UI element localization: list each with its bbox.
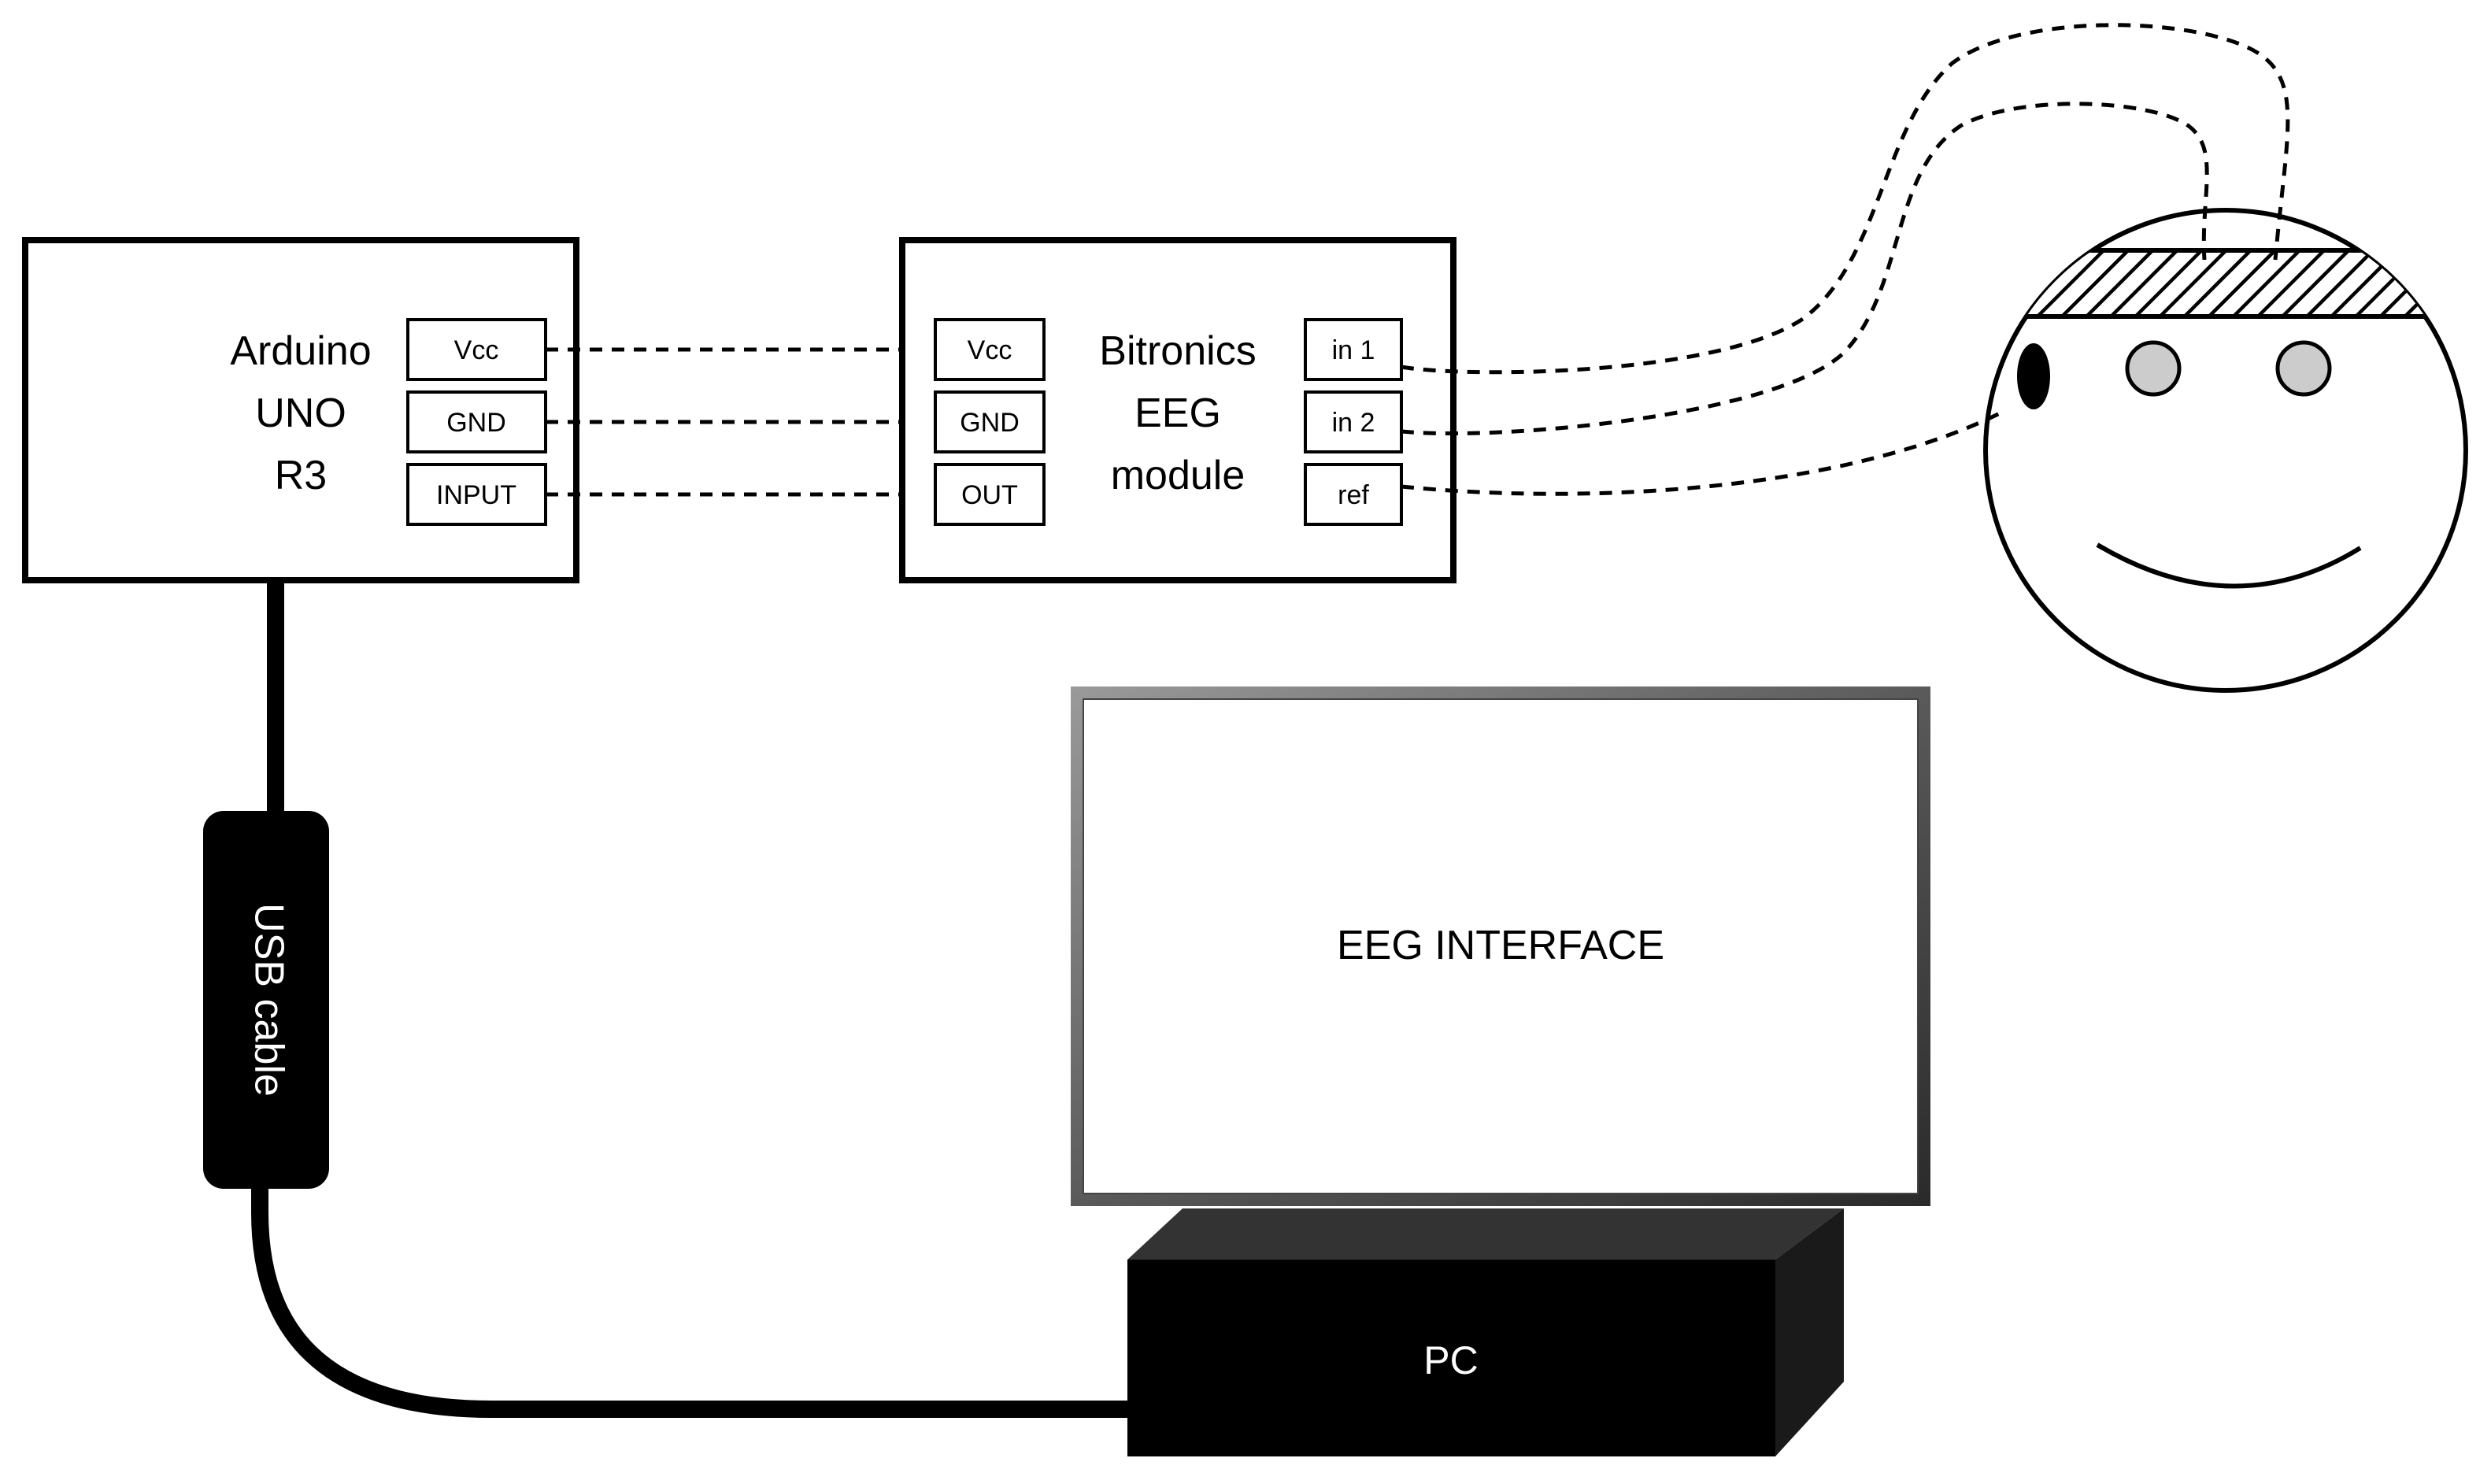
- arduino-pin-gnd: [406, 390, 547, 453]
- module-pin-ref-label: ref: [1338, 480, 1369, 510]
- module-pin-vcc: [934, 318, 1046, 381]
- module-to-head-wires: [1401, 23, 2290, 496]
- arduino-title-line-2: UNO: [255, 390, 346, 436]
- module-pin-out: [934, 463, 1046, 526]
- eeg-module: Bitronics EEG module Vcc GND OUT in 1 in…: [899, 237, 1456, 583]
- module-pin-in2-label: in 2: [1332, 408, 1375, 438]
- eeg-module-title-line-2: EEG: [1134, 390, 1221, 436]
- module-pin-in1: [1304, 318, 1403, 381]
- monitor: EEG INTERFACE: [1071, 686, 1930, 1206]
- module-pin-gnd: [934, 390, 1046, 453]
- pc-side-face: [1775, 1208, 1844, 1456]
- arduino-to-module-wires: [546, 347, 935, 497]
- headband: [1986, 250, 2466, 316]
- arduino-pin-vcc: [406, 318, 547, 381]
- eeg-module-title-line-1: Bitronics: [1099, 328, 1256, 374]
- wire-ref: [1401, 411, 2001, 496]
- arduino-pin-input-label: INPUT: [436, 480, 516, 510]
- ear-clip-electrode: [2017, 343, 2050, 409]
- eeg-module-title-line-3: module: [1111, 453, 1246, 498]
- module-pin-vcc-label: Vcc: [968, 335, 1012, 365]
- arduino-title-line-1: Arduino: [230, 328, 371, 374]
- usb-cable: USB cable: [203, 580, 1127, 1418]
- module-pin-gnd-label: GND: [960, 408, 1020, 438]
- module-pin-out-label: OUT: [961, 480, 1018, 510]
- pc-label: PC: [1423, 1338, 1478, 1382]
- pc-top-face: [1127, 1208, 1844, 1260]
- head: [1983, 208, 2468, 693]
- pc-front-face: [1127, 1260, 1775, 1456]
- arduino-title-line-3: R3: [275, 453, 327, 498]
- arduino-board: Arduino UNO R3 Vcc GND INPUT: [22, 237, 579, 583]
- electrode-right: [2275, 340, 2332, 397]
- module-pin-ref: [1304, 463, 1403, 526]
- arduino-pin-vcc-label: Vcc: [454, 335, 499, 365]
- pc: PC: [1127, 1208, 1844, 1456]
- wire-in2: [1401, 102, 2209, 436]
- module-pin-in2: [1304, 390, 1403, 453]
- arduino-pin-gnd-label: GND: [446, 408, 506, 438]
- electrode-left: [2125, 340, 2182, 397]
- module-pin-in1-label: in 1: [1332, 335, 1375, 365]
- monitor-screen-label: EEG INTERFACE: [1337, 923, 1664, 968]
- smile: [2096, 542, 2362, 589]
- monitor-screen[interactable]: [1083, 698, 1919, 1194]
- usb-connector: [203, 811, 329, 1189]
- head-outline: [1983, 208, 2468, 693]
- usb-cable-label: USB cable: [246, 903, 291, 1097]
- usb-cable-wire-bottom: [251, 1185, 1127, 1418]
